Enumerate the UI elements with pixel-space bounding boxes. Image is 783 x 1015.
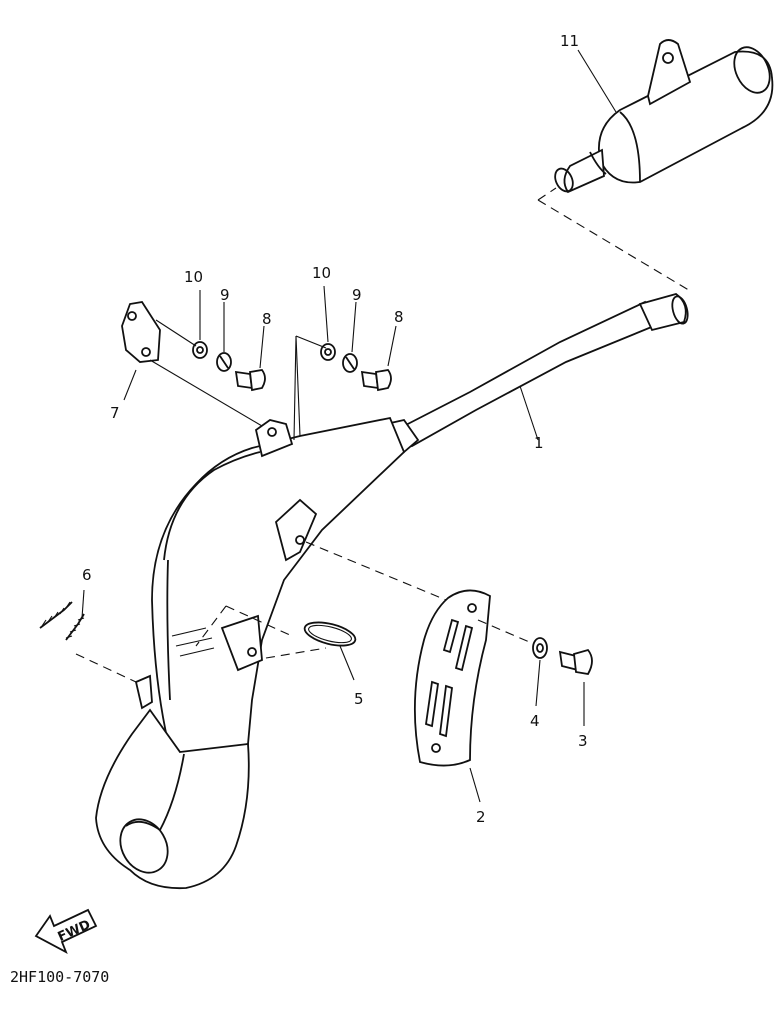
part-label-10a: 10 bbox=[184, 268, 203, 286]
part-label-10b: 10 bbox=[312, 264, 331, 282]
part-label-5: 5 bbox=[354, 690, 364, 708]
part-label-7: 7 bbox=[110, 404, 120, 422]
heat-shield bbox=[413, 589, 491, 767]
part-label-2: 2 bbox=[476, 808, 486, 826]
part-label-3: 3 bbox=[578, 732, 588, 750]
part-label-9a: 9 bbox=[220, 286, 230, 304]
gasket-5 bbox=[303, 621, 357, 647]
part-label-8b: 8 bbox=[394, 308, 404, 326]
bracket-7 bbox=[121, 301, 161, 363]
exhaust-pipe bbox=[95, 293, 689, 890]
part-label-9b: 9 bbox=[352, 286, 362, 304]
part-label-6: 6 bbox=[82, 566, 92, 584]
fastener-set-b bbox=[320, 343, 392, 392]
fastener-set-a bbox=[192, 341, 266, 392]
part-label-8a: 8 bbox=[262, 310, 272, 328]
springs-6 bbox=[39, 601, 85, 641]
washer-4 bbox=[532, 637, 548, 659]
part-label-1: 1 bbox=[534, 434, 544, 452]
drawing-code: 2HF100-7070 bbox=[10, 968, 109, 986]
part-label-11: 11 bbox=[560, 32, 579, 50]
muffler bbox=[554, 39, 774, 194]
part-label-4: 4 bbox=[530, 712, 540, 730]
fwd-arrow-icon: FWD bbox=[34, 908, 98, 954]
bolt-3 bbox=[558, 648, 593, 675]
